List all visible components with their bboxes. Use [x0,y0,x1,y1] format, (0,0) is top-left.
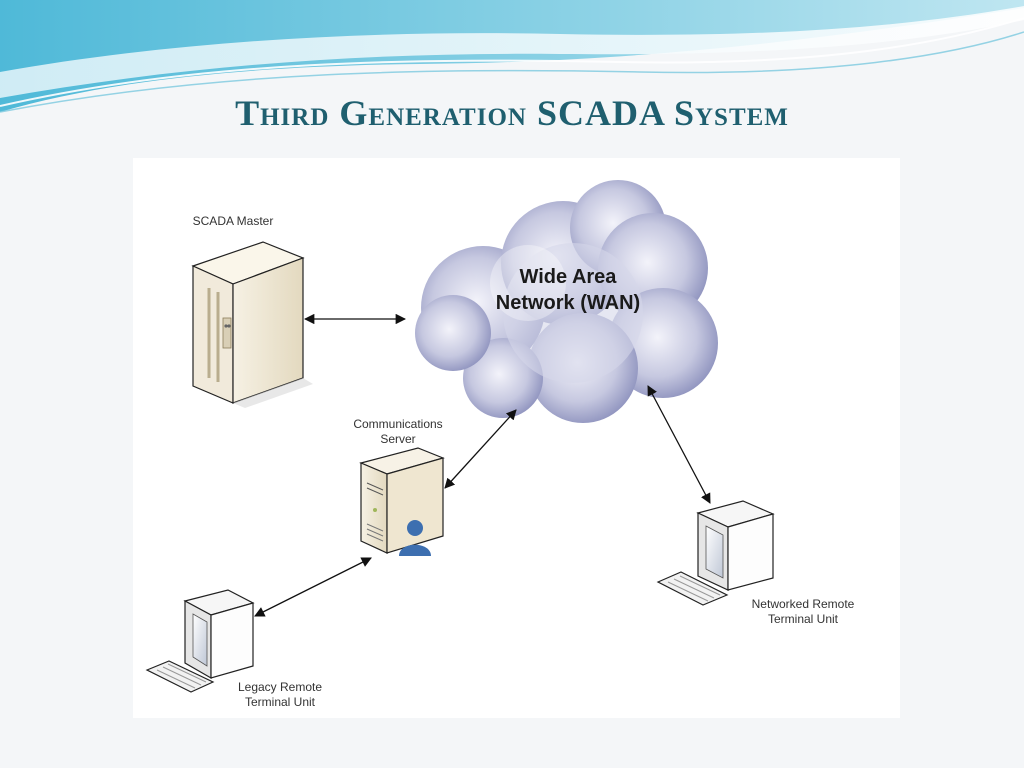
comms-server-label-line1: Communications [353,417,443,431]
slide-title: Third Generation SCADA System [235,93,789,133]
header-wave-decoration [0,0,1024,113]
networked-rtu-label: Networked Remote Terminal Unit [733,597,873,627]
edge-legacy-rtu-comms-server [254,557,372,617]
networked-rtu-label-line2: Terminal Unit [767,612,839,626]
scada-master-icon [191,241,313,408]
user-icon [399,520,431,556]
wan-label-line1: Wide Area [519,266,617,288]
legacy-rtu-label-line2: Terminal Unit [244,695,316,709]
networked-rtu-label-line1: Networked Remote [751,597,855,611]
network-diagram [145,180,775,693]
networked-rtu-computer-icon [656,500,775,606]
diagram-panel: Wide Area Network (WAN) SCADA Master Com… [133,158,900,718]
legacy-rtu-computer-icon [145,589,255,693]
keyboard-icon [656,571,729,606]
communications-server-icon [359,447,445,556]
comms-server-label-line2: Server [380,432,416,446]
comms-server-label: Communications Server [333,417,463,447]
edge-networked-rtu-wan [647,385,711,504]
edge-comms-server-wan [444,409,517,489]
scada-master-label: SCADA Master [192,214,274,228]
keyboard-icon [145,660,215,693]
wan-label-line2: Network (WAN) [495,292,641,314]
legacy-rtu-label: Legacy Remote Terminal Unit [215,680,345,710]
wan-label: Wide Area Network (WAN) [463,264,673,316]
wan-cloud-icon [415,180,718,423]
legacy-rtu-label-line1: Legacy Remote [237,680,323,694]
